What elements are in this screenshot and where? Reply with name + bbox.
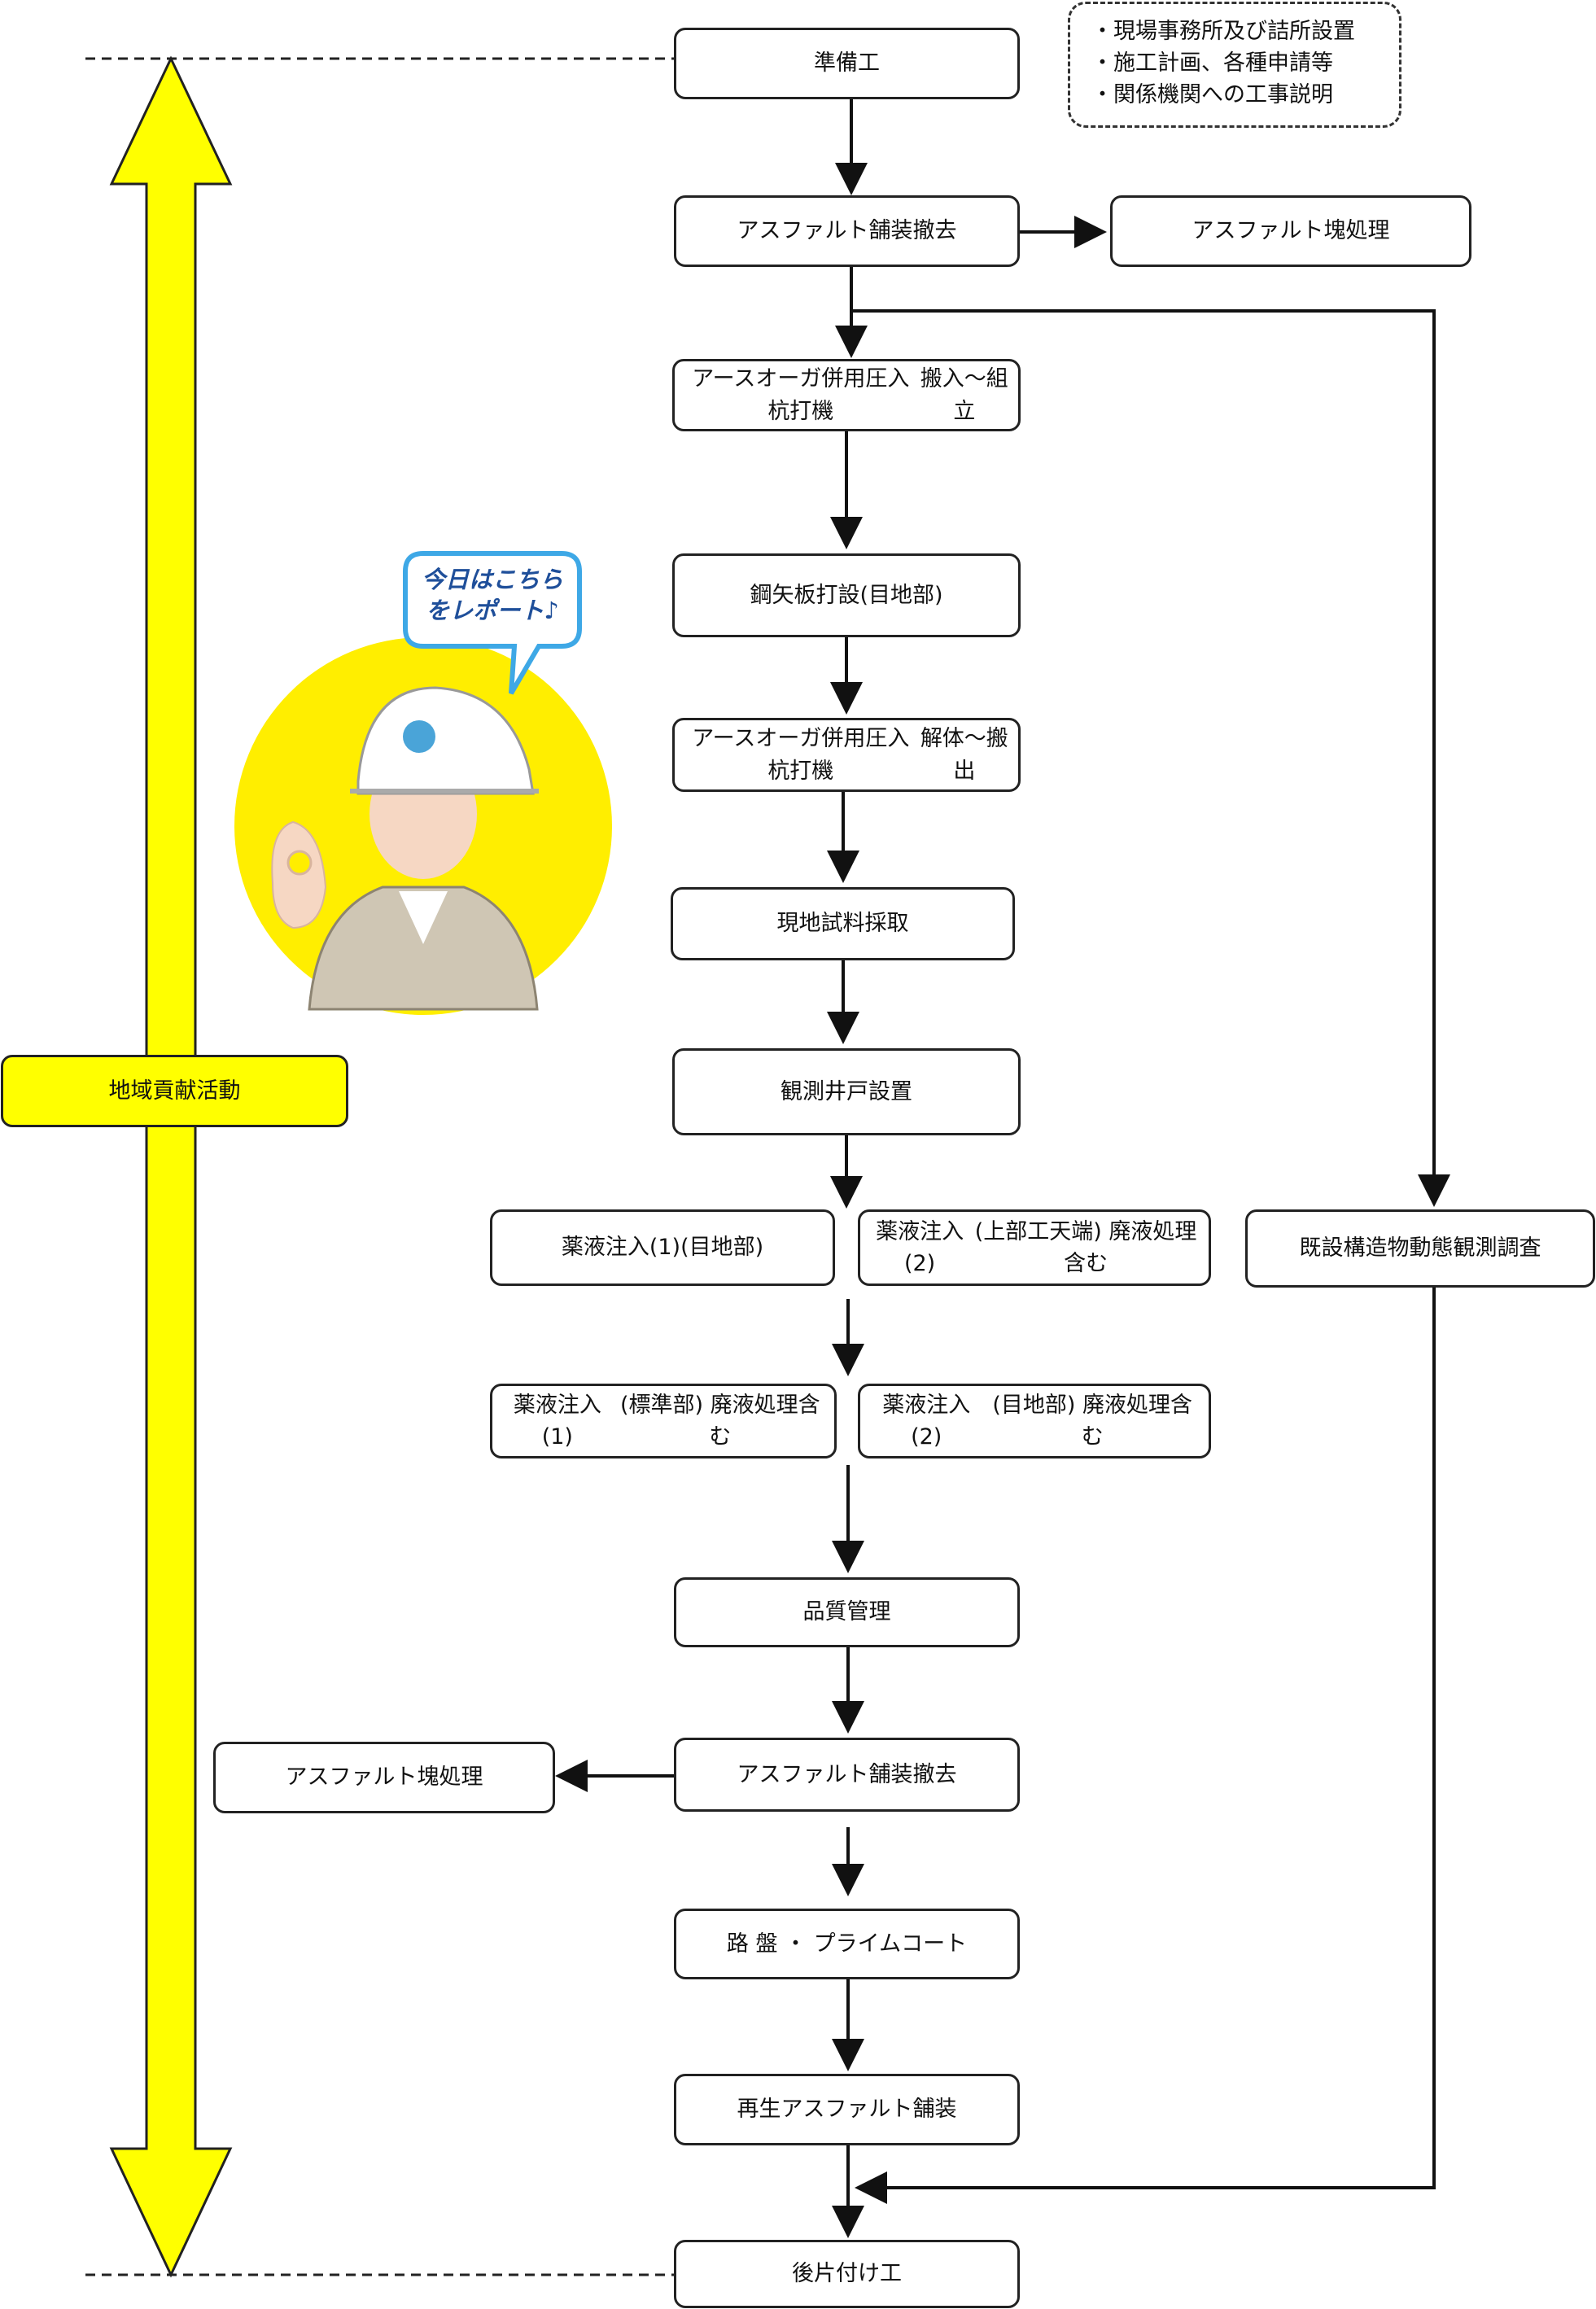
step-asphalt-removal-2: アスファルト舗装撤去 [674, 1738, 1020, 1812]
step-grouting-1-joint: 薬液注入(1) (目地部) [490, 1209, 835, 1286]
reporter-figure-icon [271, 686, 539, 1011]
step-grouting-1-standard: 薬液注入(1) (標準部) 廃液処理含む [490, 1384, 837, 1458]
step-grouting-2-joint: 薬液注入(2) (目地部) 廃液処理含む [858, 1384, 1211, 1458]
step-asphalt-disposal-left: アスファルト塊処理 [213, 1742, 555, 1813]
step-observation-well: 観測井戸設置 [672, 1048, 1021, 1135]
step-cleanup: 後片付け工 [674, 2240, 1020, 2308]
step-pile-driver-assembly: アースオーガ併用圧入杭打機 搬入～組立 [672, 359, 1021, 431]
step-asphalt-removal: アスファルト舗装撤去 [674, 195, 1020, 267]
community-activity-label: 地域貢献活動 [1, 1055, 348, 1127]
step-roadbed-primecoat: 路 盤 ・ プライムコート [674, 1909, 1020, 1979]
step-recycled-asphalt: 再生アスファルト舗装 [674, 2074, 1020, 2145]
step-grouting-2-top: 薬液注入(2) (上部工天端) 廃液処理含む [858, 1209, 1211, 1286]
branch-to-monitoring [851, 309, 1450, 1207]
bubble-text: 今日はこちら をレポート♪ [407, 565, 578, 626]
preparation-notes: ・現場事務所及び詰所設置 ・施工計画、各種申請等 ・関係機関への工事説明 [1068, 2, 1401, 128]
speech-bubble [403, 551, 582, 695]
bubble-line: をレポート♪ [426, 596, 559, 624]
note-item: ・現場事務所及び詰所設置 [1091, 19, 1355, 44]
step-sheet-pile-driving: 鋼矢板打設(目地部) [672, 553, 1021, 637]
step-structure-monitoring: 既設構造物動態観測調査 [1245, 1209, 1595, 1288]
step-pile-driver-dismantle: アースオーガ併用圧入杭打機 解体～搬出 [672, 718, 1021, 792]
step-asphalt-disposal-right: アスファルト塊処理 [1110, 195, 1471, 267]
step-quality-control: 品質管理 [674, 1577, 1020, 1647]
step-preparation: 準備工 [674, 28, 1020, 99]
yellow-double-arrow [109, 55, 233, 2278]
step-soil-sampling: 現地試料採取 [671, 887, 1015, 960]
branch-return [855, 1288, 1436, 2204]
note-item: ・施工計画、各種申請等 [1091, 50, 1333, 77]
note-item: ・関係機関への工事説明 [1091, 82, 1333, 108]
bubble-line: 今日はこちら [421, 566, 563, 593]
